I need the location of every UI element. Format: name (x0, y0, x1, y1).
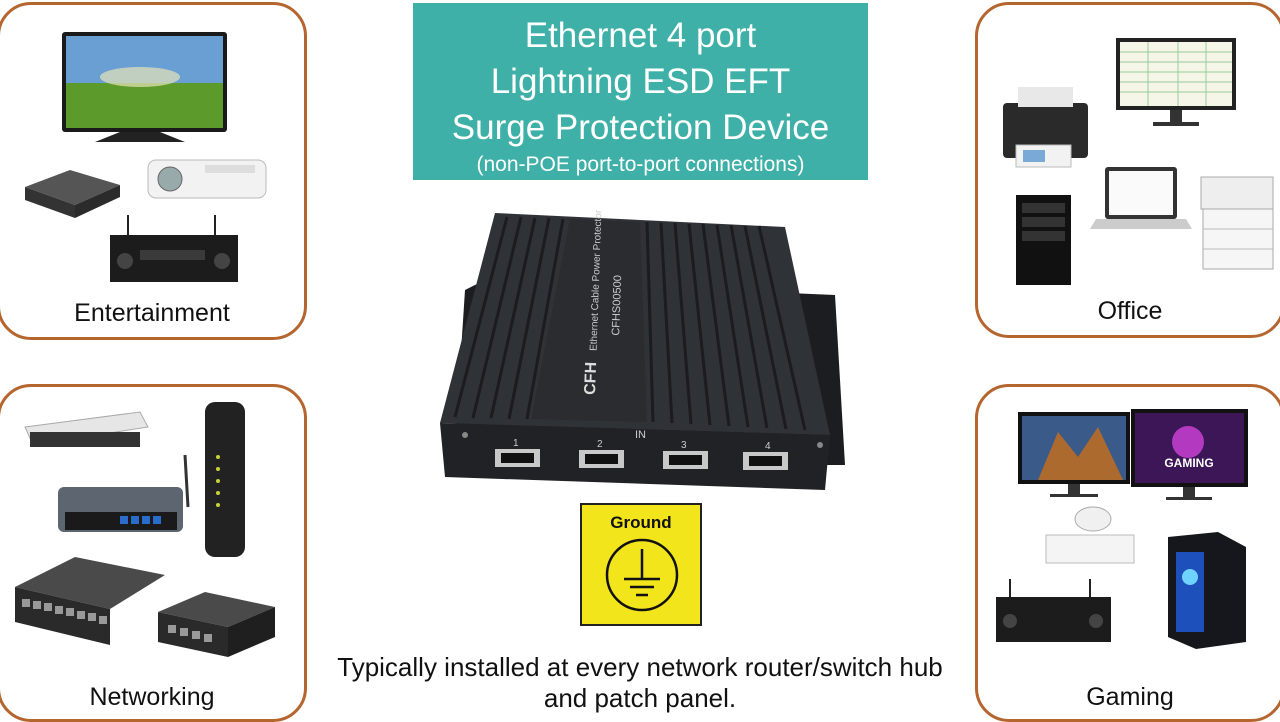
panel-label-networking: Networking (89, 683, 215, 711)
gaming-logo-monitor-icon: GAMING (1131, 409, 1248, 500)
port-section-label: IN (635, 429, 646, 441)
device-brand: CFH (582, 362, 600, 395)
panel-gaming: GAMING Gaming (975, 384, 1280, 722)
title-line-1: Ethernet 4 port (524, 16, 757, 55)
ethernet-port-icon (579, 450, 624, 468)
gaming-pc-icon (1168, 532, 1246, 649)
game-monitor-icon (1018, 412, 1130, 497)
panel-office: Office (975, 2, 1280, 338)
gaming-receiver-icon (996, 579, 1111, 642)
port-number-4: 4 (765, 441, 771, 452)
device-name: Ethernet Cable Power Protector (589, 209, 605, 351)
panel-networking: Networking (0, 384, 307, 722)
port-number-1: 1 (513, 438, 519, 449)
ground-sign: Ground (580, 503, 702, 626)
device-model: CFHS00500 (610, 275, 624, 336)
av-receiver-icon (110, 215, 238, 282)
panel-label-gaming: Gaming (1086, 683, 1174, 711)
game-console-icon (1045, 506, 1135, 564)
office-illustration (1003, 38, 1274, 285)
caption-line-1: Typically installed at every network rou… (337, 652, 943, 682)
small-switch-icon (158, 592, 275, 657)
title-subtitle: (non-POE port-to-port connections) (476, 153, 805, 176)
projector-icon (147, 159, 267, 199)
ethernet-port-icon (663, 451, 708, 469)
networking-illustration (15, 402, 275, 657)
title-banner: Ethernet 4 port Lightning ESD EFT Surge … (413, 3, 868, 180)
title-line-3: Surge Protection Device (451, 108, 830, 147)
ground-symbol-icon (605, 538, 679, 612)
port-number-2: 2 (597, 439, 603, 450)
surge-protector-device: CFH Ethernet Cable Power Protector CFHS0… (440, 209, 845, 490)
ethernet-port-icon (495, 449, 540, 467)
wifi-router-icon (58, 454, 190, 532)
network-switch-icon (15, 557, 165, 645)
copier-icon (1200, 176, 1274, 270)
caption-line-2: and patch panel. (543, 683, 737, 713)
panel-entertainment: Entertainment (0, 2, 307, 340)
patch-panel-icon (24, 411, 149, 447)
media-box-icon (25, 170, 120, 218)
printer-icon (1003, 87, 1088, 168)
panel-label-entertainment: Entertainment (74, 299, 230, 327)
title-line-2: Lightning ESD EFT (490, 62, 791, 101)
entertainment-illustration (25, 32, 267, 282)
installation-caption: Typically installed at every network rou… (300, 652, 980, 714)
gaming-screen-text: GAMING (1164, 456, 1213, 470)
port-number-3: 3 (681, 440, 687, 451)
cable-modem-icon (205, 402, 245, 557)
gaming-illustration: GAMING (996, 409, 1248, 649)
laptop-icon (1090, 167, 1192, 229)
desktop-tower-icon (1016, 195, 1071, 285)
ground-sign-label: Ground (610, 513, 672, 532)
ethernet-port-icon (743, 452, 788, 470)
tv-icon (62, 32, 227, 142)
panel-label-office: Office (1097, 297, 1163, 325)
monitor-icon (1116, 38, 1236, 126)
